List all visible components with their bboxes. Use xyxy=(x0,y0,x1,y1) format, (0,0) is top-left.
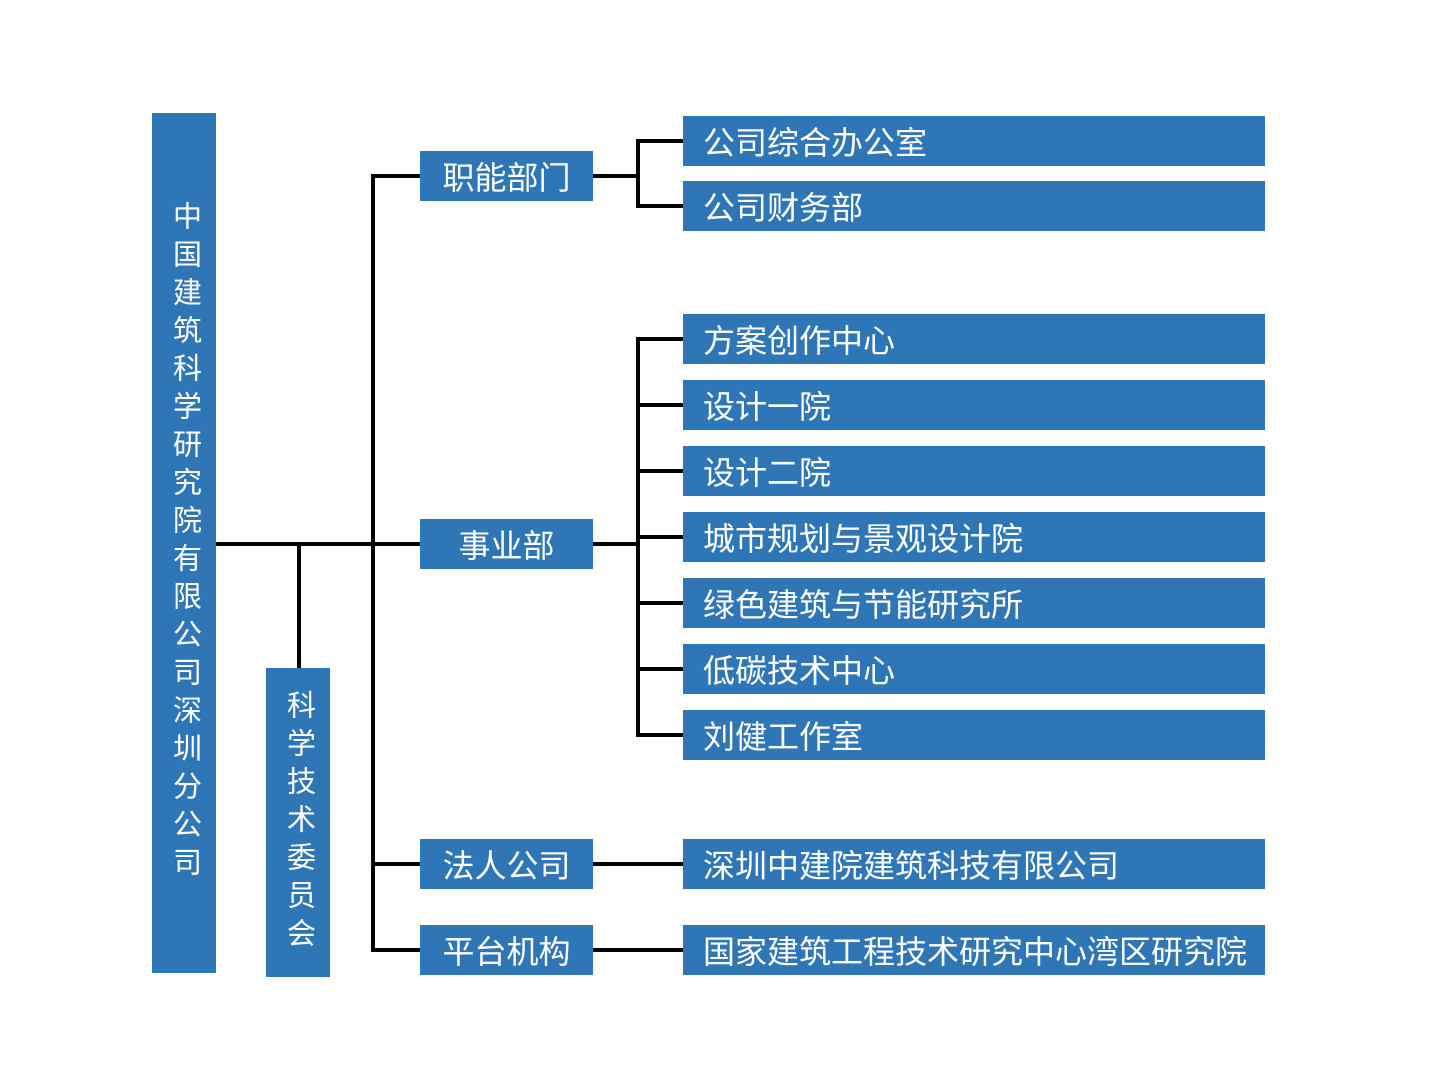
leaf-label: 公司财务部 xyxy=(703,190,864,226)
leaf-box-general-office: 公司综合办公室 xyxy=(683,116,1265,166)
leaf-box-design-institute-2: 设计二院 xyxy=(683,446,1265,496)
connector-business-stub-4 xyxy=(636,535,683,539)
leaf-label: 方案创作中心 xyxy=(703,323,896,359)
connector-business-stub-7 xyxy=(636,733,683,737)
leaf-box-national-research-center-bay-area: 国家建筑工程技术研究中心湾区研究院 xyxy=(683,925,1265,975)
connector-functional-stub-2 xyxy=(636,204,683,208)
connector-business-stub-5 xyxy=(636,601,683,605)
category-box-functional: 职能部门 xyxy=(420,151,593,201)
leaf-box-design-institute-1: 设计一院 xyxy=(683,380,1265,430)
leaf-box-shenzhen-cabr-tech: 深圳中建院建筑科技有限公司 xyxy=(683,839,1265,889)
category-label-functional: 职能部门 xyxy=(442,160,571,196)
category-box-platform: 平台机构 xyxy=(420,925,593,975)
leaf-label: 设计二院 xyxy=(703,455,832,491)
root-org-label: 中国建筑科学研究院有限公司深圳分公司 xyxy=(168,201,201,885)
connector-business-stub-1 xyxy=(636,337,683,341)
connector-functional-branch xyxy=(371,174,420,178)
leaf-box-scheme-creation-center: 方案创作中心 xyxy=(683,314,1265,364)
connector-business-stub-2 xyxy=(636,403,683,407)
leaf-label: 公司综合办公室 xyxy=(703,125,928,161)
connector-main-trunk-vertical xyxy=(371,174,375,952)
connector-business-stub-6 xyxy=(636,667,683,671)
category-label-legal: 法人公司 xyxy=(442,848,571,884)
connector-root-horizontal xyxy=(216,542,420,546)
connector-platform-branch xyxy=(371,948,420,952)
connector-committee-vertical xyxy=(297,542,301,668)
leaf-box-green-building-institute: 绿色建筑与节能研究所 xyxy=(683,578,1265,628)
leaf-label: 深圳中建院建筑科技有限公司 xyxy=(703,848,1120,884)
leaf-label: 低碳技术中心 xyxy=(703,653,896,689)
connector-legal-branch xyxy=(371,862,420,866)
leaf-box-finance-dept: 公司财务部 xyxy=(683,181,1265,231)
leaf-label: 国家建筑工程技术研究中心湾区研究院 xyxy=(703,934,1248,970)
root-org-box: 中国建筑科学研究院有限公司深圳分公司 xyxy=(152,113,216,973)
leaf-label: 城市规划与景观设计院 xyxy=(703,521,1024,557)
committee-label: 科学技术委员会 xyxy=(282,689,315,956)
connector-legal-right xyxy=(593,862,683,866)
leaf-box-liujian-studio: 刘健工作室 xyxy=(683,710,1265,760)
leaf-label: 设计一院 xyxy=(703,389,832,425)
connector-business-stub-3 xyxy=(636,469,683,473)
leaf-label: 刘健工作室 xyxy=(703,719,864,755)
committee-box: 科学技术委员会 xyxy=(266,668,330,977)
connector-platform-right xyxy=(593,948,683,952)
leaf-label: 绿色建筑与节能研究所 xyxy=(703,587,1024,623)
leaf-box-low-carbon-center: 低碳技术中心 xyxy=(683,644,1265,694)
category-box-legal: 法人公司 xyxy=(420,839,593,889)
category-label-platform: 平台机构 xyxy=(442,934,571,970)
connector-functional-right xyxy=(593,174,636,178)
connector-business-right xyxy=(593,542,636,546)
connector-functional-bracket-vertical xyxy=(636,139,640,208)
connector-functional-stub-1 xyxy=(636,139,683,143)
leaf-box-urban-planning-landscape: 城市规划与景观设计院 xyxy=(683,512,1265,562)
category-label-business: 事业部 xyxy=(458,528,555,564)
category-box-business: 事业部 xyxy=(420,519,593,569)
